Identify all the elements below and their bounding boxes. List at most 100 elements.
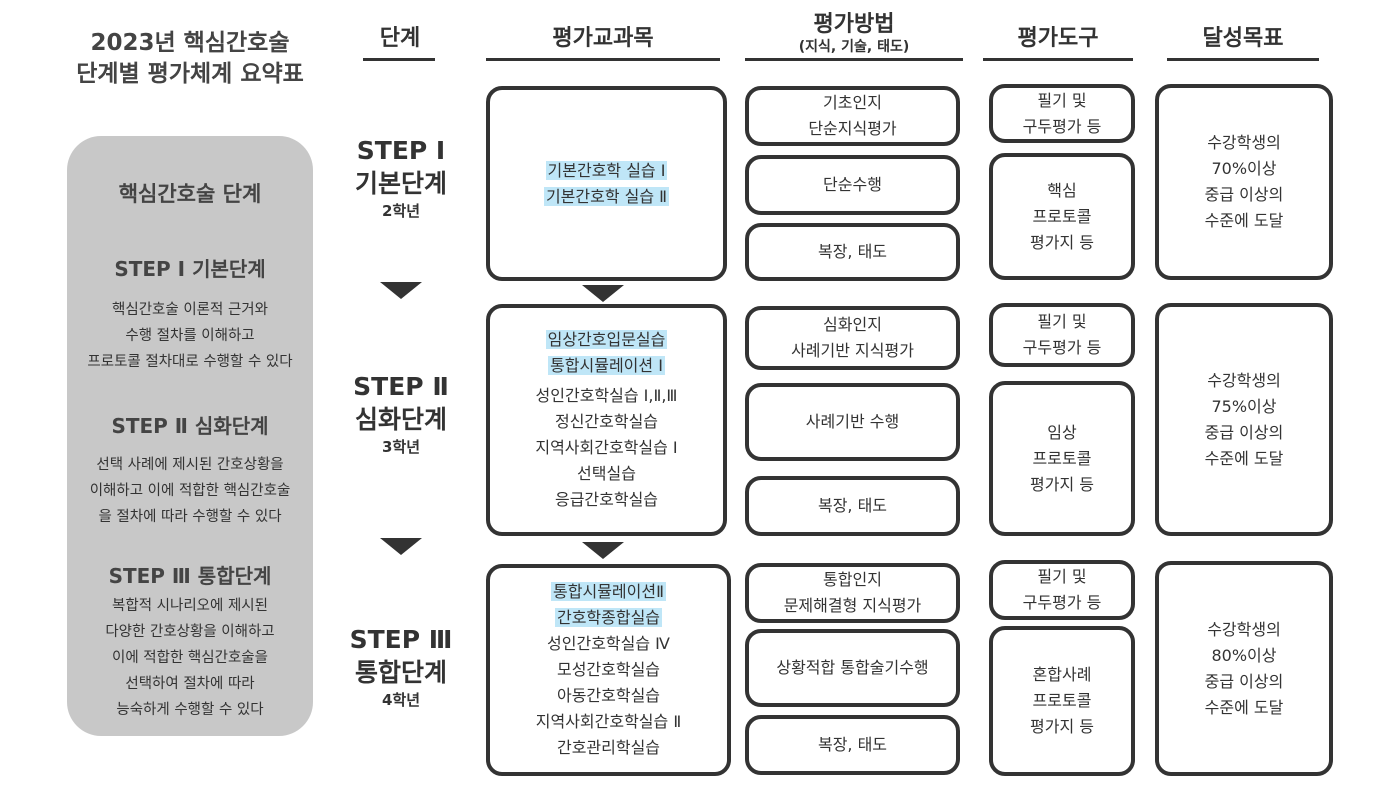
method-line: 문제해결형 지식평가 bbox=[783, 596, 922, 615]
step3-label: STEP Ⅲ 통합단계 4학년 bbox=[338, 623, 464, 711]
method-line: 단순수행 bbox=[823, 175, 882, 194]
method-line: 상황적합 통합술기수행 bbox=[776, 658, 929, 677]
step1-stage: 기본단계 bbox=[354, 169, 447, 198]
step1-method-skill: 단순수행 bbox=[745, 155, 960, 215]
tool-line: 혼합사례 bbox=[1032, 665, 1092, 684]
goal-line: 수강학생의 bbox=[1207, 133, 1281, 152]
step2-label: STEP Ⅱ 심화단계 3학년 bbox=[338, 370, 464, 458]
page-title-line2: 단계별 평가체계 요약표 bbox=[76, 61, 304, 87]
subject-item: 통합시뮬레이션Ⅱ bbox=[551, 579, 666, 605]
header-method-title: 평가방법 bbox=[813, 12, 895, 37]
step1-tool-written: 필기 및 구두평가 등 bbox=[989, 84, 1135, 143]
subject-label-highlighted: 임상간호입문실습 bbox=[545, 330, 668, 349]
page-title-line1: 2023년 핵심간호술 bbox=[90, 30, 290, 56]
subject-item: 지역사회간호학실습 Ⅰ bbox=[535, 438, 678, 457]
goal-line: 중급 이상의 bbox=[1204, 185, 1284, 204]
tool-line: 필기 및 bbox=[1037, 567, 1087, 586]
tool-line: 평가지 등 bbox=[1030, 717, 1094, 736]
tool-line: 프로토콜 bbox=[1032, 691, 1092, 710]
panel-step1-line: 핵심간호술 이론적 근거와 bbox=[112, 302, 268, 318]
header-goal-underline bbox=[1167, 58, 1319, 61]
step2-tool-written: 필기 및 구두평가 등 bbox=[989, 303, 1135, 367]
method-line: 통합인지 bbox=[823, 570, 882, 589]
subject-arrow-down bbox=[582, 285, 624, 302]
panel-heading: 핵심간호술 단계 bbox=[118, 182, 262, 206]
subject-label-highlighted: 통합시뮬레이션Ⅱ bbox=[551, 582, 666, 601]
step1-method-attitude: 복장, 태도 bbox=[745, 223, 960, 281]
panel-step3-desc: 복합적 시나리오에 제시된 다양한 간호상황을 이해하고 이에 적합한 핵심간호… bbox=[61, 593, 319, 723]
panel-step1-desc: 핵심간호술 이론적 근거와 수행 절차를 이해하고 프로토콜 절차대로 수행할 … bbox=[61, 297, 319, 375]
header-tools-underline bbox=[983, 58, 1133, 61]
page-title: 2023년 핵심간호술 단계별 평가체계 요약표 bbox=[40, 28, 340, 90]
step3-goal-box: 수강학생의 80%이상 중급 이상의 수준에 도달 bbox=[1155, 561, 1333, 776]
subject-arrow-down bbox=[582, 542, 624, 559]
tool-line: 구두평가 등 bbox=[1022, 116, 1102, 136]
step3-subjects-box: 통합시뮬레이션Ⅱ 간호학종합실습 성인간호학실습 Ⅳ 모성간호학실습 아동간호학… bbox=[486, 564, 731, 776]
subject-item: 응급간호학실습 bbox=[554, 490, 659, 509]
step1-tool-protocol: 핵심 프로토콜 평가지 등 bbox=[989, 153, 1135, 280]
header-method-underline bbox=[745, 58, 963, 61]
step3-number: STEP Ⅲ bbox=[349, 625, 453, 654]
step3-method-attitude: 복장, 태도 bbox=[745, 715, 960, 775]
panel-step2-line: 이해하고 이에 적합한 핵심간호술 bbox=[89, 483, 291, 499]
step2-tool-protocol: 임상 프로토콜 평가지 등 bbox=[989, 381, 1135, 536]
subject-item: 통합시뮬레이션 Ⅰ bbox=[548, 353, 665, 379]
step1-grade: 2학년 bbox=[381, 202, 421, 220]
tool-line: 프로토콜 bbox=[1032, 448, 1092, 468]
goal-line: 수준에 도달 bbox=[1204, 697, 1284, 717]
method-line: 사례기반 지식평가 bbox=[791, 341, 914, 360]
method-line: 복장, 태도 bbox=[817, 735, 888, 754]
subject-item: 지역사회간호학실습 Ⅱ bbox=[535, 712, 682, 731]
tool-line: 프로토콜 bbox=[1032, 206, 1092, 226]
method-line: 기초인지 bbox=[823, 93, 882, 112]
stage-summary-panel: 핵심간호술 단계 STEP Ⅰ 기본단계 핵심간호술 이론적 근거와 수행 절차… bbox=[67, 136, 313, 736]
panel-step2-line: 을 절차에 따라 수행할 수 있다 bbox=[98, 509, 282, 525]
step3-grade: 4학년 bbox=[381, 691, 421, 709]
header-tools: 평가도구 bbox=[1017, 26, 1099, 51]
subject-item: 간호관리학실습 bbox=[556, 738, 661, 757]
header-stage: 단계 bbox=[379, 26, 421, 51]
subject-item: 아동간호학실습 bbox=[556, 686, 661, 705]
subject-label-highlighted: 기본간호학 실습 Ⅱ bbox=[543, 186, 670, 206]
method-line: 단순지식평가 bbox=[808, 119, 897, 138]
step2-subjects-box: 임상간호입문실습 통합시뮬레이션 Ⅰ 성인간호학실습 Ⅰ,Ⅱ,Ⅲ 정신간호학실습… bbox=[486, 304, 727, 536]
subject-item: 간호학종합실습 bbox=[554, 605, 663, 631]
step-arrow-down bbox=[380, 538, 422, 555]
goal-line: 80%이상 bbox=[1211, 645, 1277, 665]
subject-item: 선택실습 bbox=[577, 464, 636, 483]
step2-grade: 3학년 bbox=[381, 438, 421, 456]
tool-line: 핵심 bbox=[1047, 180, 1077, 200]
subject-label-highlighted: 간호학종합실습 bbox=[554, 608, 663, 627]
panel-step1-title: STEP Ⅰ 기본단계 bbox=[114, 257, 266, 281]
panel-step3-title: STEP Ⅲ 통합단계 bbox=[108, 564, 272, 588]
step2-method-skill: 사례기반 수행 bbox=[745, 383, 960, 461]
panel-step3-line: 이에 적합한 핵심간호술을 bbox=[112, 650, 268, 666]
goal-line: 70%이상 bbox=[1211, 159, 1277, 178]
tool-line: 임상 bbox=[1047, 422, 1077, 442]
step3-method-cognitive: 통합인지 문제해결형 지식평가 bbox=[745, 563, 960, 623]
tool-line: 구두평가 등 bbox=[1022, 338, 1102, 357]
goal-line: 수준에 도달 bbox=[1204, 448, 1284, 468]
panel-step1-line: 수행 절차를 이해하고 bbox=[125, 328, 255, 344]
step1-label: STEP Ⅰ 기본단계 2학년 bbox=[338, 134, 464, 222]
step3-method-skill: 상황적합 통합술기수행 bbox=[745, 629, 960, 707]
panel-step3-line: 선택하여 절차에 따라 bbox=[125, 676, 255, 692]
header-stage-underline bbox=[363, 58, 435, 61]
step2-goal-box: 수강학생의 75%이상 중급 이상의 수준에 도달 bbox=[1155, 303, 1333, 536]
method-line: 심화인지 bbox=[823, 315, 882, 334]
tool-line: 필기 및 bbox=[1037, 90, 1087, 110]
step2-number: STEP Ⅱ bbox=[353, 372, 449, 401]
panel-step2-title: STEP Ⅱ 심화단계 bbox=[111, 414, 269, 438]
subject-item: 모성간호학실습 bbox=[556, 660, 661, 679]
step1-subjects-box: 기본간호학 실습 Ⅰ 기본간호학 실습 Ⅱ bbox=[486, 86, 727, 281]
step2-method-cognitive: 심화인지 사례기반 지식평가 bbox=[745, 306, 960, 370]
subject-item: 성인간호학실습 Ⅳ bbox=[547, 634, 670, 653]
goal-line: 수준에 도달 bbox=[1204, 211, 1284, 230]
step2-method-attitude: 복장, 태도 bbox=[745, 476, 960, 536]
subject-item: 성인간호학실습 Ⅰ,Ⅱ,Ⅲ bbox=[535, 386, 678, 405]
tool-line: 구두평가 등 bbox=[1022, 593, 1102, 612]
panel-step3-line: 다양한 간호상황을 이해하고 bbox=[105, 624, 275, 640]
subject-item: 임상간호입문실습 bbox=[545, 327, 668, 353]
subject-label-highlighted: 기본간호학 실습 Ⅰ bbox=[545, 160, 668, 180]
step3-tool-written: 필기 및 구두평가 등 bbox=[989, 560, 1135, 620]
